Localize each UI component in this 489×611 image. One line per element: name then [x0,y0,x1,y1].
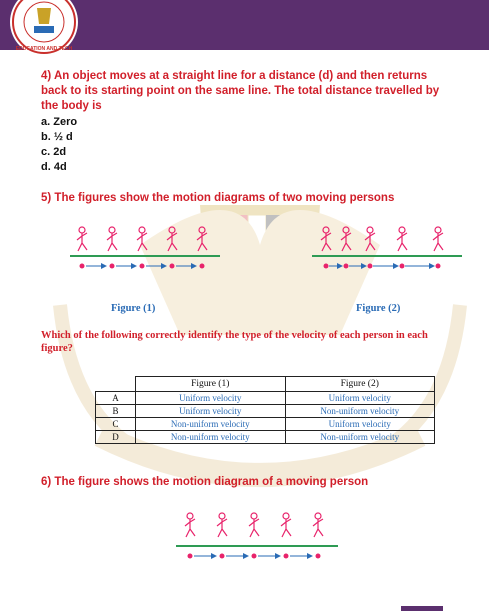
figure-2-cell: Non-uniform velocity [284,430,435,444]
figure-2-cell: Non-uniform velocity [284,404,435,418]
person-icon [216,512,228,538]
person-icon [184,512,196,538]
person-icon [340,226,352,252]
figure-1-caption: Figure (1) [111,303,156,314]
figure-1-cell: Non-uniform velocity [135,417,286,431]
figure-1-cell: Uniform velocity [135,391,286,405]
person-icon [248,512,260,538]
option-d[interactable]: d. 4d [41,161,67,173]
page-indicator-bar [401,606,443,611]
person-icon [136,226,148,252]
ministry-seal-icon: EDUCATION AND TECH [10,0,78,56]
table-row[interactable]: A Uniform velocity Uniform velocity [95,391,435,405]
table-header-figure-2: Figure (2) [284,376,435,392]
person-icon [432,226,444,252]
person-icon [320,226,332,252]
table-row[interactable]: B Uniform velocity Non-uniform velocity [95,404,435,418]
person-icon [396,226,408,252]
figure-1-cell: Non-uniform velocity [135,430,286,444]
question-5-prompt: Which of the following correctly identif… [41,330,428,354]
svg-text:EDUCATION AND TECH: EDUCATION AND TECH [16,46,73,52]
question-5-text: 5) The figures show the motion diagrams … [41,192,395,204]
velocity-answer-table: Figure (1) Figure (2) A Uniform velocity… [95,376,435,444]
option-a[interactable]: a. Zero [41,116,78,128]
figure-2-motion-diagram [312,226,462,269]
figure-2-cell: Uniform velocity [284,391,435,405]
table-header-figure-1: Figure (1) [135,376,286,392]
person-icon [280,512,292,538]
figure-1-cell: Uniform velocity [135,404,286,418]
question-6-text: 6) The figure shows the motion diagram o… [41,476,369,488]
row-label: B [95,404,136,418]
table-row[interactable]: D Non-uniform velocity Non-uniform veloc… [95,430,435,444]
figure-2-cell: Uniform velocity [284,417,435,431]
question-4-text: 4) An object moves at a straight line fo… [41,70,440,112]
row-label: A [95,391,136,405]
question-6-motion-diagram [176,512,338,559]
figure-2-caption: Figure (2) [356,303,401,314]
row-label: C [95,417,136,431]
row-label: D [95,430,136,444]
person-icon [76,226,88,252]
table-row[interactable]: C Non-uniform velocity Uniform velocity [95,417,435,431]
figure-1-motion-diagram [70,226,220,269]
option-c[interactable]: c. 2d [41,146,67,158]
person-icon [312,512,324,538]
option-b[interactable]: b. ½ d [41,131,73,143]
header-bar [0,0,489,50]
table-header-row: Figure (1) Figure (2) [95,376,435,392]
person-icon [166,226,178,252]
person-icon [196,226,208,252]
person-icon [364,226,376,252]
person-icon [106,226,118,252]
